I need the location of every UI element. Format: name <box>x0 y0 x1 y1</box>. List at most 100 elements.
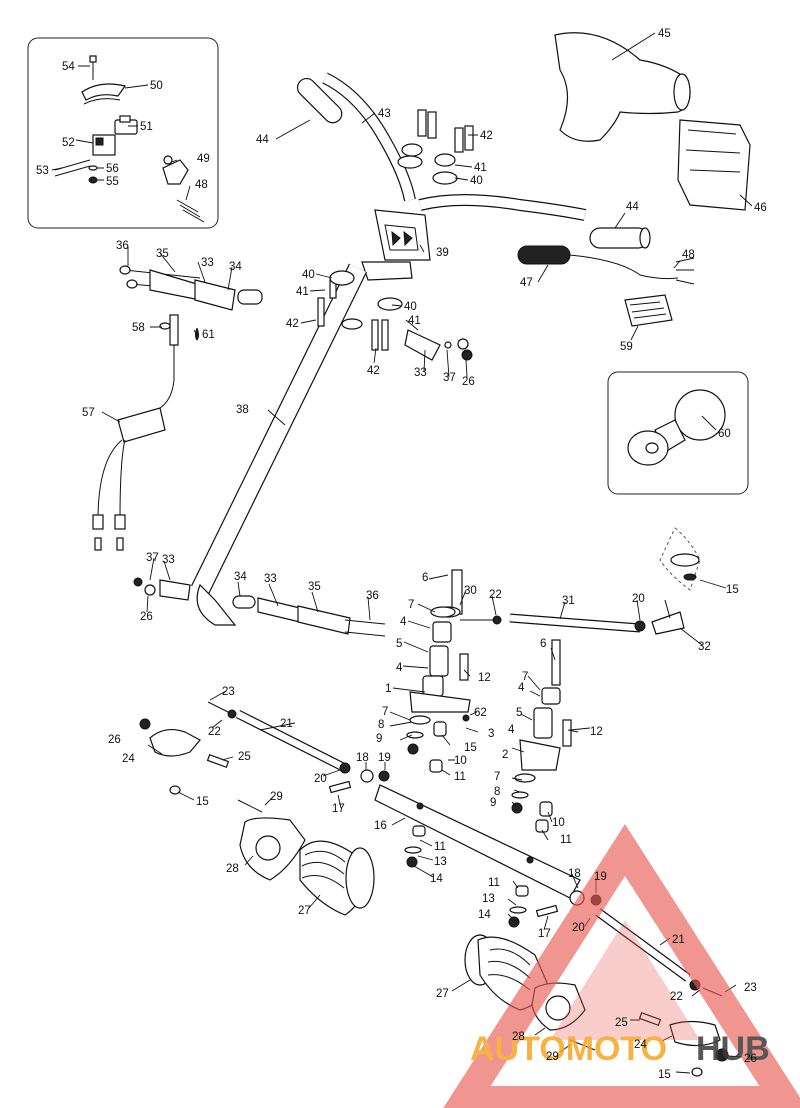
callout-48: 48 <box>195 179 208 191</box>
callout-17: 17 <box>332 803 345 815</box>
inset-ball-60 <box>607 371 749 495</box>
callout-26: 26 <box>462 376 475 388</box>
callout-11: 11 <box>488 877 500 889</box>
callout-24: 24 <box>122 753 135 765</box>
callout-42: 42 <box>367 365 380 377</box>
callout-46: 46 <box>754 202 767 214</box>
callout-62: 62 <box>474 707 487 719</box>
watermark-text-1: AUTOMOTO <box>470 1030 667 1068</box>
callout-49: 49 <box>197 153 210 165</box>
callout-4: 4 <box>396 662 403 674</box>
callout-20: 20 <box>632 593 645 605</box>
callout-28: 28 <box>512 1031 525 1043</box>
watermark-text-2: HUB <box>696 1030 770 1068</box>
boot-27-left <box>237 799 375 916</box>
clamp-block-39 <box>361 209 431 281</box>
callout-9: 9 <box>376 733 382 745</box>
callout-10: 10 <box>454 755 467 767</box>
callout-20: 20 <box>572 922 585 934</box>
callout-19: 19 <box>378 752 391 764</box>
callout-40: 40 <box>302 269 315 281</box>
tie-rod-31 <box>435 527 701 635</box>
tie-rod-21-right <box>595 908 729 1077</box>
callout-23: 23 <box>744 982 757 994</box>
callout-2: 2 <box>502 749 508 761</box>
callout-41: 41 <box>408 315 421 327</box>
callout-38: 38 <box>236 404 249 416</box>
callout-34: 34 <box>229 261 242 273</box>
left-spindle-stack <box>406 606 471 755</box>
callout-14: 14 <box>478 909 491 921</box>
callout-31: 31 <box>562 595 575 607</box>
callout-15: 15 <box>658 1069 671 1081</box>
callout-57: 57 <box>82 407 95 419</box>
callout-45: 45 <box>658 28 671 40</box>
callout-12: 12 <box>590 726 603 738</box>
callout-24: 24 <box>634 1039 647 1051</box>
callout-4: 4 <box>400 616 407 628</box>
callout-20: 20 <box>314 773 327 785</box>
callout-37: 37 <box>443 372 456 384</box>
callout-17: 17 <box>538 928 551 940</box>
callout-33: 33 <box>264 573 277 585</box>
right-spindle-stack <box>429 639 572 833</box>
callout-5: 5 <box>516 707 522 719</box>
callout-1: 1 <box>385 683 391 695</box>
callout-29: 29 <box>546 1051 559 1063</box>
callout-37: 37 <box>146 552 159 564</box>
callout-3: 3 <box>488 728 494 740</box>
callout-53: 53 <box>36 165 49 177</box>
callout-9: 9 <box>490 797 496 809</box>
callout-33: 33 <box>162 554 175 566</box>
callout-8: 8 <box>494 786 500 798</box>
callout-59: 59 <box>620 341 633 353</box>
callout-35: 35 <box>308 581 321 593</box>
center-bar-16 <box>374 784 602 928</box>
callout-40: 40 <box>404 301 417 313</box>
callout-26: 26 <box>744 1053 757 1065</box>
callout-33: 33 <box>414 367 427 379</box>
upper-linkage <box>119 265 355 327</box>
callout-6: 6 <box>422 572 428 584</box>
callout-6: 6 <box>540 638 546 650</box>
callout-26: 26 <box>140 611 153 623</box>
callout-28: 28 <box>226 863 239 875</box>
callout-50: 50 <box>150 80 163 92</box>
callout-55: 55 <box>106 176 119 188</box>
callout-11: 11 <box>560 834 572 846</box>
callout-22: 22 <box>208 726 221 738</box>
callout-18: 18 <box>568 868 581 880</box>
steering-column-38 <box>191 263 367 626</box>
callout-7: 7 <box>382 706 388 718</box>
callout-11: 11 <box>434 841 446 853</box>
callout-41: 41 <box>474 162 487 174</box>
callout-25: 25 <box>615 1017 628 1029</box>
callout-60: 60 <box>718 428 731 440</box>
handlebar-43 <box>296 72 651 249</box>
callout-40: 40 <box>470 175 483 187</box>
inset-switch-assembly <box>27 37 219 229</box>
callout-22: 22 <box>489 589 502 601</box>
callout-61: 61 <box>202 329 215 341</box>
callout-41: 41 <box>296 286 309 298</box>
callout-33: 33 <box>201 257 214 269</box>
callout-21: 21 <box>672 934 685 946</box>
callout-56: 56 <box>106 163 119 175</box>
callout-52: 52 <box>62 137 75 149</box>
callout-18: 18 <box>356 752 369 764</box>
callout-14: 14 <box>430 873 443 885</box>
callout-29: 29 <box>270 791 283 803</box>
callout-13: 13 <box>482 893 495 905</box>
callout-8: 8 <box>378 719 384 731</box>
callout-21: 21 <box>280 718 293 730</box>
callout-12: 12 <box>478 672 491 684</box>
callout-44: 44 <box>626 201 639 213</box>
callout-22: 22 <box>670 991 683 1003</box>
callout-4: 4 <box>518 682 525 694</box>
callout-51: 51 <box>140 121 153 133</box>
callout-13: 13 <box>434 856 447 868</box>
callout-10: 10 <box>552 817 565 829</box>
callout-30: 30 <box>464 585 477 597</box>
callout-7: 7 <box>522 671 528 683</box>
